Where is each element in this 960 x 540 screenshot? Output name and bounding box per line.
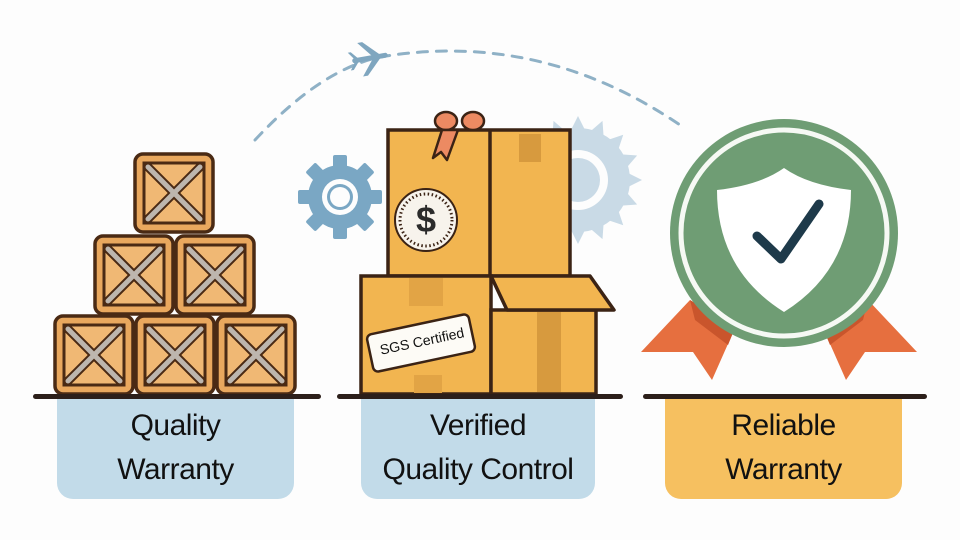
- label-line: Warranty: [117, 453, 234, 486]
- gear-icon: [280, 137, 400, 257]
- label-line: Quality: [130, 409, 221, 442]
- label-line: Verified: [429, 409, 527, 442]
- seal-symbol: $: [415, 199, 437, 240]
- label-reliable-warranty: Reliable Warranty: [665, 397, 902, 499]
- airplane-icon: [347, 42, 388, 77]
- label-quality-warranty: Quality Warranty: [57, 397, 294, 499]
- label-line: Quality Control: [382, 453, 574, 486]
- label-verified-quality-control: Verified Quality Control: [361, 397, 595, 499]
- label-line: Warranty: [725, 453, 842, 486]
- sgs-certified-sticker: [365, 313, 477, 373]
- shelf-divider: [643, 394, 927, 399]
- flight-path: [253, 49, 682, 142]
- label-line: Reliable: [731, 409, 836, 442]
- dollar-seal-icon: [394, 188, 458, 252]
- shelf-divider: [33, 394, 321, 399]
- shelf-divider: [337, 394, 623, 399]
- ribbon-icon: [431, 110, 486, 162]
